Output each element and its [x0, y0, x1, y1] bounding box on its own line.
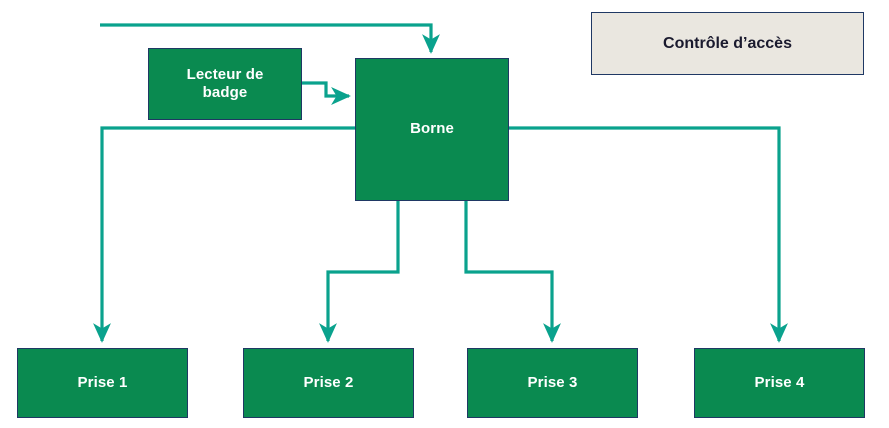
connector-lecteur-to-borne — [302, 81, 351, 105]
connector-borne-left-bus — [93, 126, 355, 343]
node-prise-4[interactable]: Prise 4 — [694, 348, 865, 418]
node-borne[interactable]: Borne — [355, 58, 509, 201]
legend-title-text: Contrôle d’accès — [663, 34, 792, 52]
node-prise-1[interactable]: Prise 1 — [17, 348, 188, 418]
legend-title-box: Contrôle d’accès — [591, 12, 864, 75]
connector-borne-to-prise-2 — [319, 201, 400, 343]
connector-borne-right-bus — [509, 126, 788, 343]
node-lecteur-de-badge[interactable]: Lecteur de badge — [148, 48, 302, 120]
node-prise-3[interactable]: Prise 3 — [467, 348, 638, 418]
connector-borne-to-prise-3 — [464, 201, 561, 343]
node-prise-2[interactable]: Prise 2 — [243, 348, 414, 418]
